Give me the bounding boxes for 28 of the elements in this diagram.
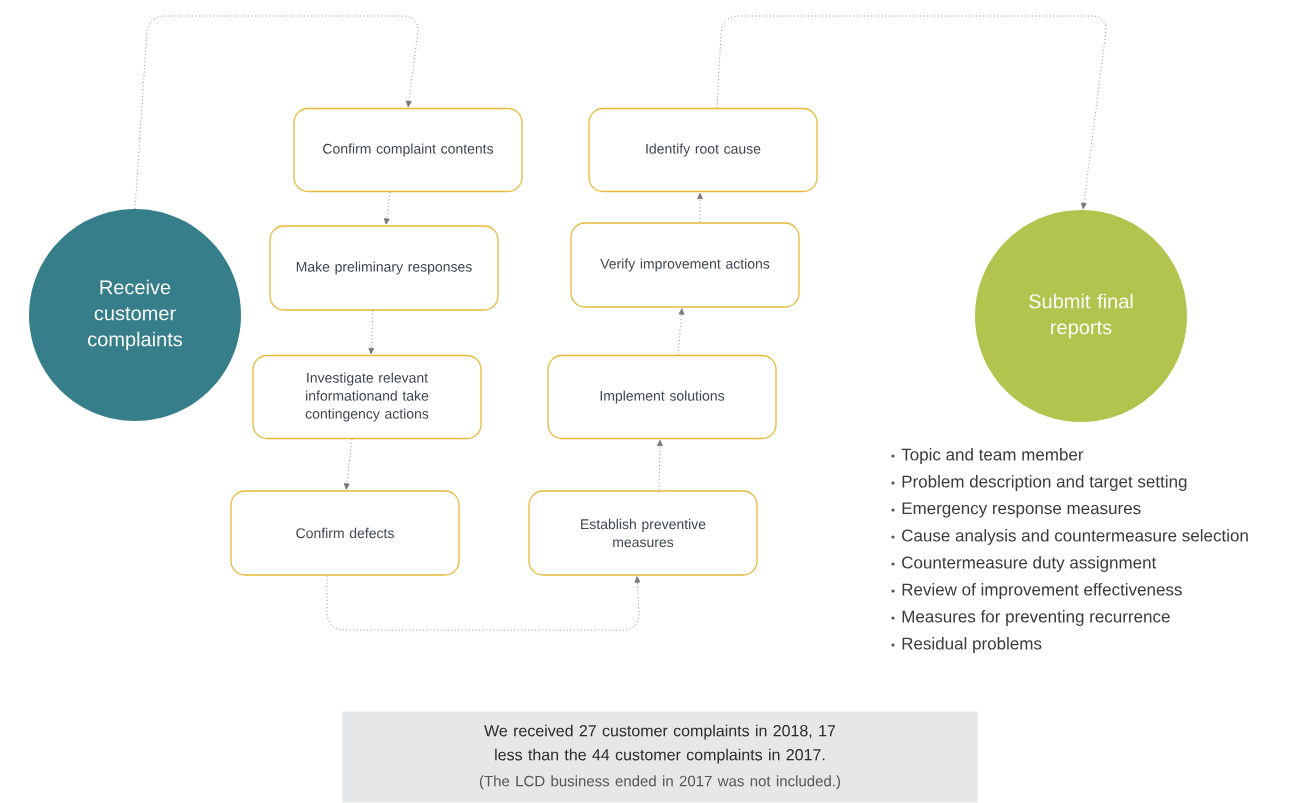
process-box: Implement solutions — [547, 354, 777, 440]
arrow — [657, 439, 663, 491]
circle-node: Receive customer complaints — [29, 209, 241, 421]
arrow — [343, 438, 353, 490]
process-box: Identify root cause — [588, 107, 818, 193]
process-box: Confirm defects — [230, 490, 460, 576]
arrow — [697, 192, 703, 223]
bullet-item: Emergency response measures — [891, 502, 1141, 518]
process-box: Establish preventive measures — [528, 490, 758, 576]
process-box: Make preliminary responses — [269, 225, 499, 311]
bullet-item: Residual problems — [891, 637, 1042, 653]
arrow — [677, 308, 685, 356]
bullet-item: Cause analysis and countermeasure selection — [891, 529, 1248, 545]
arrow — [368, 310, 375, 355]
process-box: Verify improvement actions — [570, 222, 800, 308]
note-box: We received 27 customer complaints in 2018, 17 less than the 44 customer complaints in 2017. (The LCD business ended in 2017 was not included.) — [342, 711, 978, 803]
bullet-item: Measures for preventing recurrence — [891, 610, 1170, 626]
process-box: Investigate relevant informationand take contingency actions — [252, 354, 482, 440]
arrow — [383, 191, 391, 225]
bullet-item: Problem description and target setting — [891, 475, 1187, 491]
arrow — [716, 15, 1107, 210]
process-box: Confirm complaint contents — [293, 107, 523, 193]
arrow — [326, 575, 641, 631]
arrow — [134, 15, 419, 210]
bullet-item: Review of improvement effectiveness — [891, 583, 1182, 599]
circle-node: Submit final reports — [975, 210, 1187, 422]
bullet-item: Topic and team member — [891, 448, 1084, 464]
bullet-item: Countermeasure duty assignment — [891, 556, 1157, 572]
